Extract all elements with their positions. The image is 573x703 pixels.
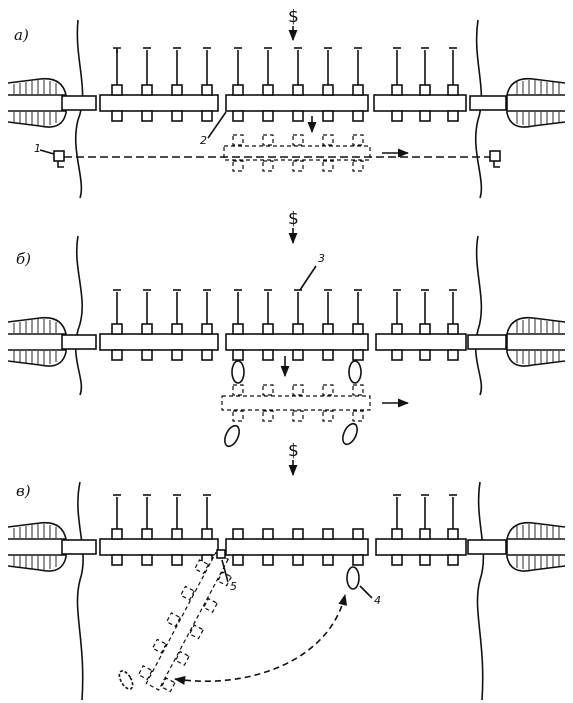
panel-label-a: a): [14, 26, 29, 44]
span-center-b: [225, 323, 369, 361]
callout-3: 3: [318, 252, 325, 265]
span-center-a: [225, 84, 369, 122]
tugboat-4: [346, 566, 360, 590]
rotated-span-c: [118, 551, 233, 693]
panel-label-c: в): [16, 482, 31, 500]
pivot-5: [216, 549, 226, 559]
panel-c: в) $: [7, 441, 566, 701]
panel-label-b: б): [16, 250, 31, 268]
span-left-c: [99, 528, 219, 566]
span-right-b: [375, 323, 467, 361]
callout-4: 4: [374, 594, 381, 607]
left-abutment-b: [7, 316, 97, 367]
load-symbol-a: $: [288, 7, 299, 27]
left-abutment-c: [7, 521, 97, 572]
load-symbol-c: $: [288, 441, 299, 461]
anchors-a: [113, 47, 457, 85]
anchors-c: [113, 494, 457, 529]
left-bank-line-c: [76, 481, 84, 701]
right-bank-line-c: [476, 481, 485, 701]
panel-a: a) $: [7, 7, 566, 199]
right-abutment-c: [467, 521, 566, 572]
tugboats-b: [224, 360, 362, 448]
left-bank-line-a: [74, 19, 84, 199]
right-bank-line-a: [474, 19, 483, 199]
moved-span-b: [221, 356, 410, 422]
right-abutment-b: [467, 316, 566, 367]
span-left-b: [99, 323, 219, 361]
winch-left-icon: [53, 150, 65, 162]
anchors-b: [113, 289, 457, 324]
swing-arc-c: [173, 593, 348, 685]
left-abutment-a: [7, 77, 97, 128]
span-right-c: [375, 528, 467, 566]
span-left-a: [99, 84, 219, 122]
left-bank-line-b: [74, 235, 84, 396]
panel-b: б) $: [7, 209, 566, 448]
right-bank-line-b: [474, 235, 483, 396]
span-center-c: [225, 528, 369, 566]
callout-1: 1: [34, 142, 41, 155]
moved-span-a: [223, 116, 410, 172]
load-symbol-b: $: [288, 209, 299, 229]
callout-5: 5: [230, 580, 237, 593]
span-right-a: [373, 84, 467, 122]
winch-right-icon: [489, 150, 501, 162]
callout-2: 2: [200, 134, 207, 147]
right-abutment-a: [469, 77, 566, 128]
